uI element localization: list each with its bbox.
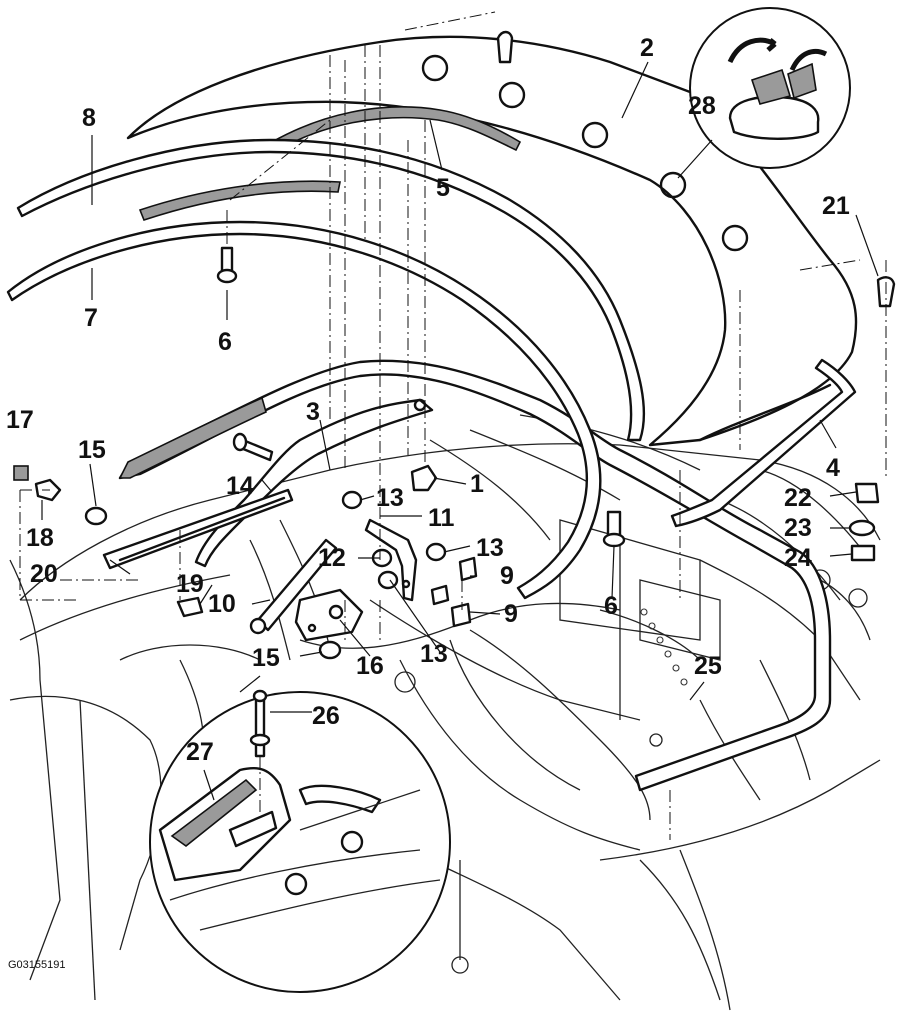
callout-9a: 9 bbox=[500, 562, 514, 590]
trim-strip-lower bbox=[6, 220, 602, 600]
assembly-lines bbox=[19, 11, 887, 840]
callout-26: 26 bbox=[312, 702, 340, 730]
callout-13b: 13 bbox=[476, 534, 504, 562]
callout-25: 25 bbox=[694, 652, 722, 680]
side-seal-strip bbox=[670, 358, 857, 528]
fasteners bbox=[13, 30, 896, 660]
callout-12: 12 bbox=[318, 544, 346, 572]
detail-inset-clip bbox=[677, 7, 851, 179]
callout-1: 1 bbox=[470, 470, 484, 498]
callout-4: 4 bbox=[826, 454, 840, 482]
callout-5: 5 bbox=[436, 174, 450, 202]
callout-9b: 9 bbox=[504, 600, 518, 628]
callout-10: 10 bbox=[208, 590, 236, 618]
callout-3: 3 bbox=[306, 398, 320, 426]
callout-17: 17 bbox=[6, 406, 34, 434]
callout-13a: 13 bbox=[376, 484, 404, 512]
figure-id: G03155191 bbox=[8, 959, 66, 971]
rear-frame-bow bbox=[118, 359, 832, 792]
callout-6a: 6 bbox=[218, 328, 232, 356]
callout-labels: 1 2 3 4 5 6 6 7 8 9 9 10 11 12 13 13 13 … bbox=[6, 34, 850, 766]
callout-8: 8 bbox=[82, 104, 96, 132]
trim-strip-upper bbox=[16, 138, 646, 442]
hydraulic-strut bbox=[249, 538, 338, 635]
callout-27: 27 bbox=[186, 738, 214, 766]
guide-rail bbox=[102, 488, 294, 570]
callout-20: 20 bbox=[30, 560, 58, 588]
callout-15a: 15 bbox=[78, 436, 106, 464]
callout-6b: 6 bbox=[604, 592, 618, 620]
callout-15b: 15 bbox=[252, 644, 280, 672]
seal-strip-left bbox=[138, 180, 341, 221]
callout-21: 21 bbox=[822, 192, 850, 220]
mounting-bracket bbox=[294, 588, 364, 642]
callout-14: 14 bbox=[226, 472, 254, 500]
callout-24: 24 bbox=[784, 544, 812, 572]
callout-11: 11 bbox=[428, 504, 455, 532]
callout-19: 19 bbox=[176, 570, 204, 598]
callout-23: 23 bbox=[784, 514, 812, 542]
detail-inset-rail bbox=[149, 675, 451, 993]
leader-lines bbox=[41, 61, 879, 701]
callout-28: 28 bbox=[688, 92, 716, 120]
callout-16: 16 bbox=[356, 652, 384, 680]
callout-7: 7 bbox=[84, 304, 98, 332]
callout-18: 18 bbox=[26, 524, 54, 552]
callout-2: 2 bbox=[640, 34, 654, 62]
callout-22: 22 bbox=[784, 484, 812, 512]
lock-lever bbox=[364, 518, 418, 602]
callout-13c: 13 bbox=[420, 640, 448, 668]
